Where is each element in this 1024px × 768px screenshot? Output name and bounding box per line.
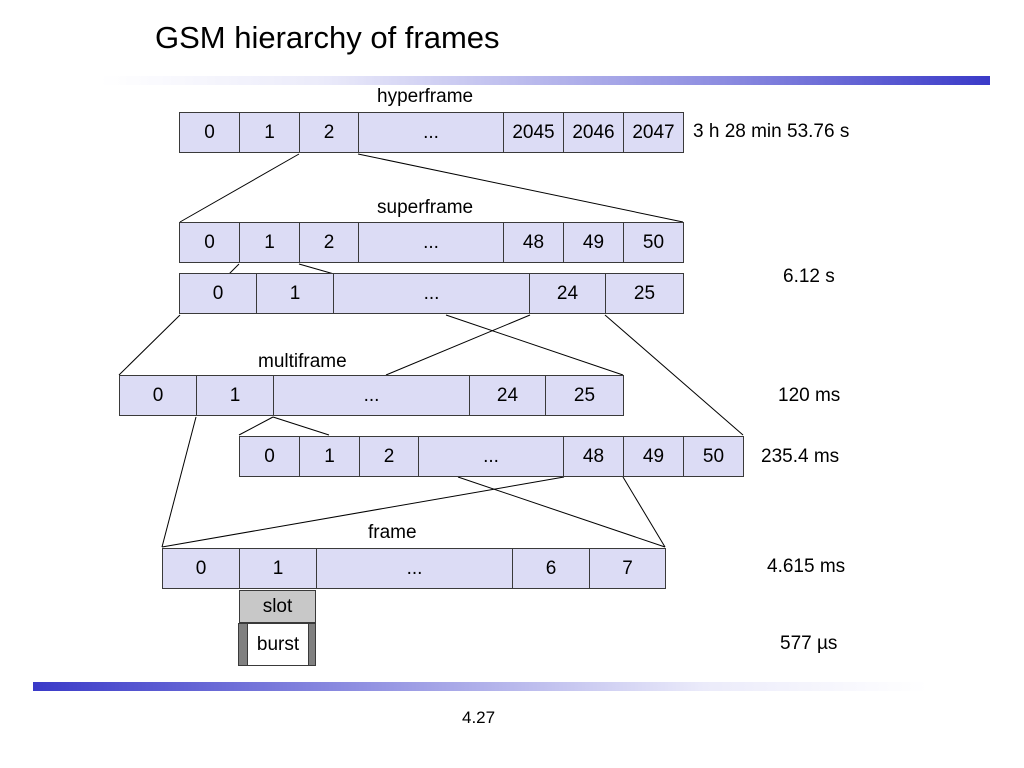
frame-cell: 48: [504, 223, 564, 262]
multiframe-row-b: 0 1 2 ... 48 49 50: [239, 436, 744, 477]
slot-cell: ...: [317, 549, 513, 588]
connector-line: [445, 314, 624, 376]
connector-line: [272, 416, 330, 436]
frame-cell: 0: [180, 113, 240, 152]
hyperframe-duration: 3 h 28 min 53.76 s: [693, 121, 850, 142]
frame-cell: 0: [180, 274, 257, 313]
page-number: 4.27: [462, 708, 496, 727]
frame-cell: ...: [419, 437, 564, 476]
burst-duration: 577 µs: [780, 633, 838, 654]
slot-label: slot: [262, 595, 293, 617]
frame-cell: 24: [530, 274, 606, 313]
multiframe-label: multiframe: [258, 351, 347, 372]
page-title: GSM hierarchy of frames: [155, 20, 500, 55]
frame-cell: 50: [702, 445, 725, 467]
slot-cell: 0: [163, 549, 240, 588]
frame-cell: ...: [334, 274, 530, 313]
connector-line: [357, 153, 684, 223]
multiframe-duration-b: 235.4 ms: [761, 446, 840, 467]
connector-line: [228, 263, 240, 275]
connector-line: [179, 153, 300, 223]
footer-accent-bar: [33, 682, 928, 691]
slot-cell: 1: [240, 549, 317, 588]
frame-duration: 4.615 ms: [767, 556, 846, 577]
frame-cell: 2045: [504, 113, 564, 152]
frame-cell: 0: [120, 376, 197, 415]
hyperframe-label: hyperframe: [377, 86, 474, 107]
connector-line: [161, 476, 565, 548]
frame-cell: 25: [633, 282, 656, 304]
frame-cell: 0: [180, 223, 240, 262]
frame-cell: 2: [300, 113, 359, 152]
frame-cell: 1: [257, 274, 334, 313]
frame-cell: 1: [300, 437, 360, 476]
burst-label: burst: [256, 633, 300, 655]
connector-line: [385, 314, 531, 376]
slot-cell: 7: [622, 557, 633, 579]
hyperframe-row: 0 1 2 ... 2045 2046 2047: [179, 112, 684, 153]
superframe-duration: 6.12 s: [783, 266, 835, 287]
frame-label: frame: [368, 522, 417, 543]
frame-cell: ...: [359, 113, 504, 152]
frame-cell: 49: [624, 437, 684, 476]
multiframe-row-a: 0 1 ... 24 25: [119, 375, 624, 416]
connector-line: [457, 476, 666, 548]
frame-cell: 50: [642, 231, 665, 253]
frame-cell: 25: [573, 384, 596, 406]
connector-line: [161, 416, 197, 548]
frame-cell: 48: [564, 437, 624, 476]
frame-cell: 49: [564, 223, 624, 262]
frame-cell: 2: [300, 223, 359, 262]
burst-box: burst: [238, 623, 316, 666]
connector-line: [118, 314, 181, 376]
superframe-label: superframe: [377, 197, 474, 218]
frame-cell: ...: [274, 376, 470, 415]
superframe-row-a: 0 1 2 ... 48 49 50: [179, 222, 684, 263]
frame-cell: 0: [240, 437, 300, 476]
burst-payload: burst: [247, 624, 309, 665]
connector-line: [622, 476, 666, 548]
frame-row: 0 1 ... 6 7: [162, 548, 666, 589]
frame-cell: 1: [240, 223, 300, 262]
slot-cell: 6: [513, 549, 590, 588]
connector-line: [238, 416, 274, 436]
frame-cell: 1: [240, 113, 300, 152]
frame-cell: 2: [360, 437, 419, 476]
slot-box: slot: [239, 590, 316, 623]
frame-cell: 24: [470, 376, 546, 415]
frame-cell: 2046: [564, 113, 624, 152]
header-accent-bar: [100, 76, 990, 85]
connector-line: [604, 314, 744, 436]
superframe-row-b: 0 1 ... 24 25: [179, 273, 684, 314]
frame-cell: 1: [197, 376, 274, 415]
frame-cell: ...: [359, 223, 504, 262]
frame-cell: 2047: [632, 121, 675, 143]
connector-line: [298, 263, 335, 275]
multiframe-duration-a: 120 ms: [778, 385, 841, 406]
